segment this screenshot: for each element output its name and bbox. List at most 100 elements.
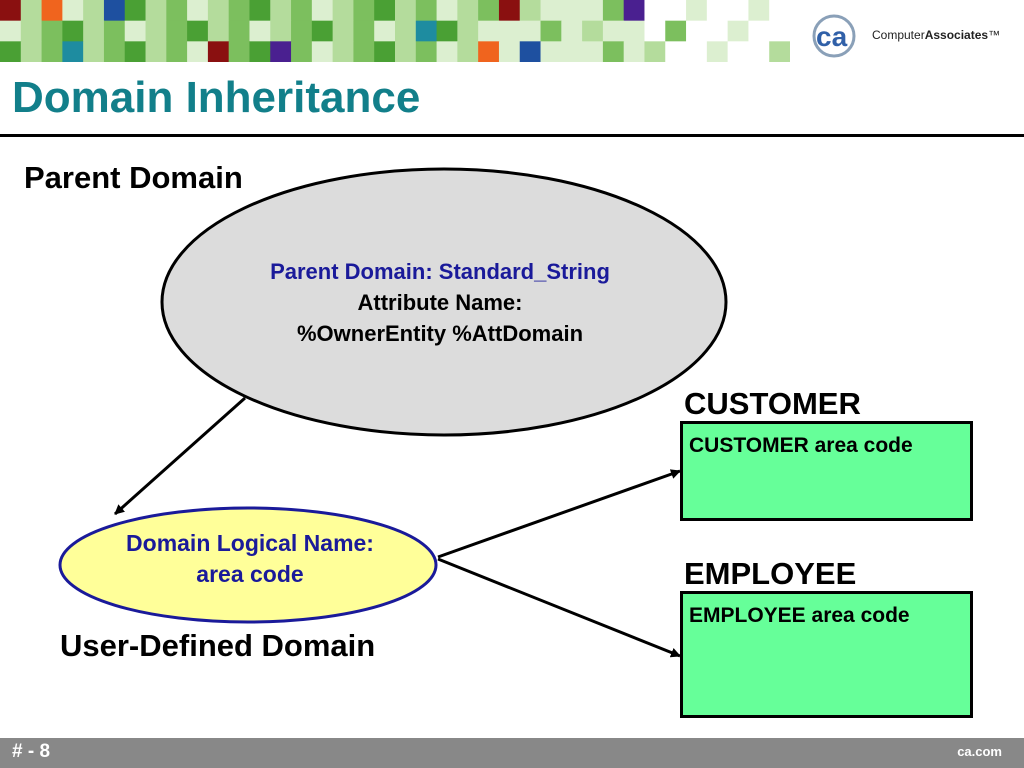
mosaic-tile [0, 41, 22, 62]
mosaic-tile [0, 20, 22, 42]
mosaic-tile [62, 0, 84, 22]
mosaic-tile [124, 41, 147, 62]
customer-entity-label: CUSTOMER [684, 386, 861, 421]
mosaic-tile [353, 41, 375, 62]
mosaic-tile [478, 41, 500, 62]
mosaic-tile [665, 20, 687, 42]
mosaic-tile [706, 41, 729, 62]
mosaic-tile [602, 41, 625, 62]
mosaic-tile [644, 0, 666, 22]
mosaic-tile [166, 0, 188, 22]
mosaic-tile [207, 0, 230, 22]
mosaic-tile [103, 0, 126, 22]
mosaic-tile [249, 41, 271, 62]
mosaic-tile [665, 41, 687, 62]
mosaic-tile [270, 41, 292, 62]
mosaic-tile [602, 0, 625, 22]
mosaic-tile [686, 41, 708, 62]
mosaic-tile [20, 41, 43, 62]
mosaic-tile [540, 0, 562, 22]
mosaic-tile [644, 20, 666, 42]
mosaic-tile [353, 20, 375, 42]
user-domain-line2: area code [196, 561, 304, 587]
mosaic-tile [62, 41, 84, 62]
header-mosaic [0, 0, 790, 62]
mosaic-tile [311, 41, 334, 62]
mosaic-tile [561, 20, 583, 42]
mosaic-tile [644, 41, 666, 62]
mosaic-tile [20, 20, 43, 42]
mosaic-tile [374, 41, 396, 62]
parent-domain-line1: Parent Domain: Standard_String [270, 259, 610, 284]
mosaic-tile [623, 20, 645, 42]
mosaic-tile [478, 20, 500, 42]
mosaic-tile [187, 20, 209, 42]
parent-domain-ellipse [160, 167, 728, 437]
page-number: # - 8 [12, 741, 51, 762]
ca-logo-text: ComputerAssociates™ [872, 28, 1001, 42]
mosaic-tile [498, 20, 521, 42]
mosaic-tile [519, 0, 542, 22]
mosaic-tile [311, 0, 334, 22]
mosaic-tile [166, 20, 188, 42]
parent-domain-label: Parent Domain [24, 160, 243, 195]
employee-entity-box: EMPLOYEE area code [680, 591, 973, 718]
ca-logo: ca ComputerAssociates™ [810, 12, 1010, 60]
mosaic-tile [374, 0, 396, 22]
mosaic-tile [478, 0, 500, 22]
mosaic-tile [415, 0, 438, 22]
page-title: Domain Inheritance [12, 73, 421, 122]
mosaic-tile [582, 20, 604, 42]
mosaic-tile [769, 0, 790, 22]
inheritance-arrow [114, 396, 246, 516]
mosaic-tile [207, 20, 230, 42]
employee-arrow [437, 557, 681, 658]
parent-domain-text: Parent Domain: Standard_String Attribute… [200, 256, 680, 349]
mosaic-tile [769, 20, 790, 42]
mosaic-tile [686, 20, 708, 42]
mosaic-tile [706, 0, 729, 22]
mosaic-tile [415, 41, 438, 62]
mosaic-tile [436, 41, 458, 62]
mosaic-tile [332, 41, 354, 62]
mosaic-tile [748, 20, 770, 42]
mosaic-tile [686, 0, 708, 22]
title-divider [0, 134, 1024, 137]
mosaic-tile [519, 41, 542, 62]
mosaic-tile [41, 20, 63, 42]
user-defined-domain-label: User-Defined Domain [60, 628, 376, 663]
user-domain-text: Domain Logical Name: area code [70, 528, 430, 590]
mosaic-tile [748, 41, 770, 62]
mosaic-tile [457, 41, 479, 62]
svg-text:ca: ca [816, 21, 848, 52]
mosaic-tile [270, 20, 292, 42]
mosaic-tile [166, 41, 188, 62]
mosaic-tile [561, 0, 583, 22]
mosaic-tile [395, 41, 417, 62]
mosaic-tile [41, 41, 63, 62]
mosaic-tile [436, 0, 458, 22]
mosaic-tile [395, 0, 417, 22]
mosaic-tile [540, 41, 562, 62]
mosaic-tile [62, 20, 84, 42]
mosaic-tile [291, 20, 313, 42]
mosaic-tile [207, 41, 230, 62]
mosaic-tile [249, 0, 271, 22]
employee-attribute: EMPLOYEE area code [689, 604, 910, 627]
mosaic-tile [727, 41, 749, 62]
customer-attribute: CUSTOMER area code [689, 434, 913, 457]
mosaic-tile [457, 20, 479, 42]
mosaic-tile [706, 20, 729, 42]
mosaic-tile [582, 0, 604, 22]
mosaic-tile [103, 20, 126, 42]
mosaic-tile [727, 20, 749, 42]
mosaic-tile [519, 20, 542, 42]
mosaic-tile [498, 0, 521, 22]
mosaic-tile [124, 20, 147, 42]
mosaic-tile [332, 0, 354, 22]
mosaic-tile [332, 20, 354, 42]
mosaic-tile [623, 0, 645, 22]
mosaic-tile [187, 41, 209, 62]
mosaic-tile [457, 0, 479, 22]
